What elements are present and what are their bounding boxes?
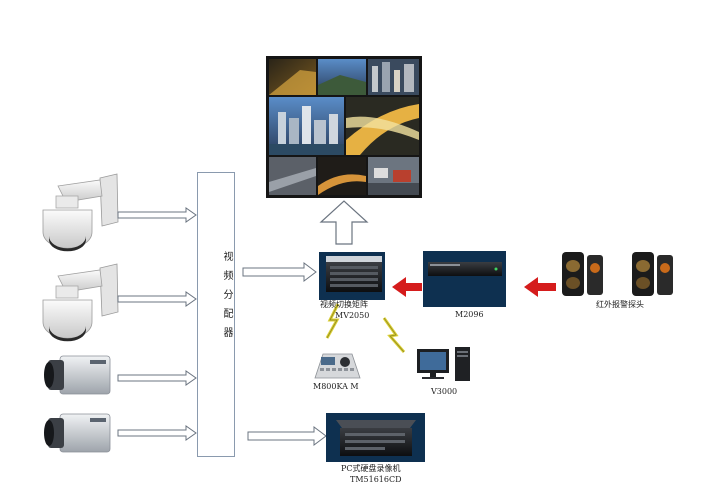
keyboard-label: M800KA M [313, 382, 359, 391]
dome-camera-2 [42, 263, 119, 342]
matrix-label-line1: 视频切换矩阵 [320, 300, 368, 309]
keyboard-controller [314, 353, 361, 379]
red-arrow-alarm-to-m2096 [524, 277, 556, 297]
infrared-sensor-2 [632, 252, 673, 296]
video-splitter: 视频分配器 [197, 172, 235, 457]
arrow-to-matrix [242, 262, 317, 282]
arrow-to-dvr [247, 426, 327, 446]
pc-workstation [417, 347, 470, 381]
dvr-device [326, 413, 425, 462]
alarm-sensor-label: 红外报警探头 [596, 300, 644, 309]
matrix-label-line2: MV2050 [335, 311, 370, 320]
arrow-camera-2 [117, 291, 197, 307]
dome-camera-1 [42, 173, 119, 252]
video-wall [266, 56, 422, 198]
m2096-label: M2096 [455, 310, 484, 319]
box-camera-1 [44, 355, 111, 395]
arrow-camera-1 [117, 207, 197, 223]
dvr-label-line2: TM51616CD [350, 475, 402, 484]
splitter-label: 视频分配器 [221, 251, 232, 346]
m2096-device [423, 251, 506, 307]
arrow-up-to-wall [319, 200, 369, 245]
red-arrow-m2096-to-matrix [392, 277, 422, 297]
infrared-sensor-1 [562, 252, 603, 296]
pc-label: V3000 [431, 387, 458, 396]
dvr-label-line1: PC式硬盘录像机 [341, 464, 401, 473]
arrow-camera-4 [117, 425, 197, 441]
matrix-device [319, 252, 385, 300]
box-camera-2 [44, 413, 111, 453]
arrow-camera-3 [117, 370, 197, 386]
